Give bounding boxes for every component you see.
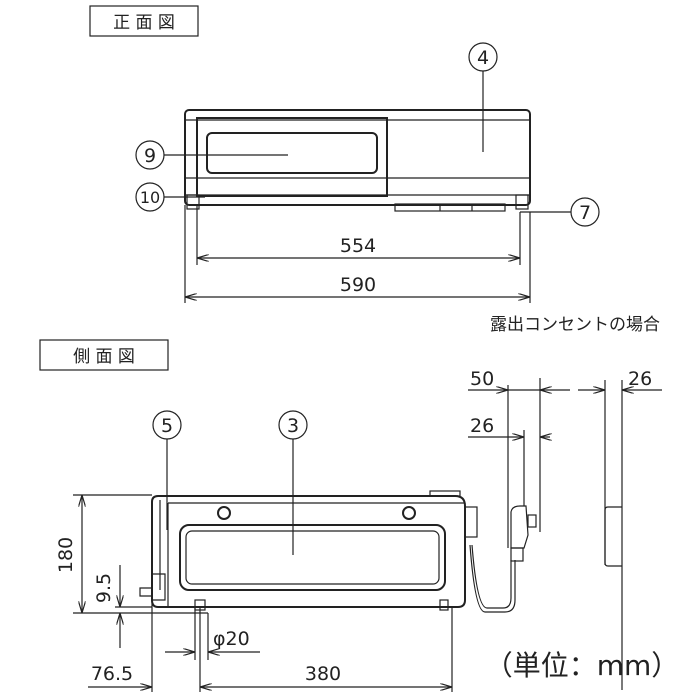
front-view-title: 正 面 図 [113, 13, 175, 33]
dim-26-plug: 26 [470, 415, 494, 437]
callout-4-label: 4 [477, 47, 489, 69]
side-window [179, 524, 446, 591]
dim-554: 554 [340, 235, 376, 257]
callout-9-label: 9 [144, 145, 156, 167]
front-panel [196, 117, 388, 197]
front-view-title-box [89, 5, 199, 37]
dim-26-wall: 26 [628, 368, 652, 390]
callout-10-label: 10 [140, 188, 160, 207]
outlet-note: 露出コンセントの場合 [490, 315, 660, 335]
outlet-detail: 露出コンセントの場合 50 26 26 [468, 315, 662, 690]
side-body [151, 495, 466, 608]
front-window [206, 132, 378, 174]
callout-5-label: 5 [161, 415, 173, 437]
dim-76-5: 76.5 [91, 663, 133, 685]
dim-9-5: 9.5 [93, 573, 115, 603]
callout-7-label: 7 [579, 202, 591, 224]
unit-label: （単位：mm） [485, 649, 680, 682]
front-body [184, 109, 531, 206]
outlet-box [604, 506, 622, 567]
side-view-title: 側 面 図 [73, 347, 135, 367]
power-cord [469, 544, 516, 613]
callout-3-label: 3 [287, 415, 299, 437]
side-bracket [139, 573, 166, 601]
dim-180: 180 [55, 537, 77, 573]
side-view: 側 面 図 5 3 180 9.5 φ20 [39, 339, 478, 692]
dim-phi20: φ20 [213, 628, 250, 650]
side-view-title-box [39, 339, 169, 371]
front-view: 正 面 図 554 590 4 9 10 7 [89, 5, 600, 303]
plug [510, 505, 529, 549]
dim-590: 590 [340, 274, 376, 296]
dim-380: 380 [305, 663, 341, 685]
screw [402, 506, 416, 520]
screw [217, 506, 231, 520]
dim-50: 50 [470, 368, 494, 390]
